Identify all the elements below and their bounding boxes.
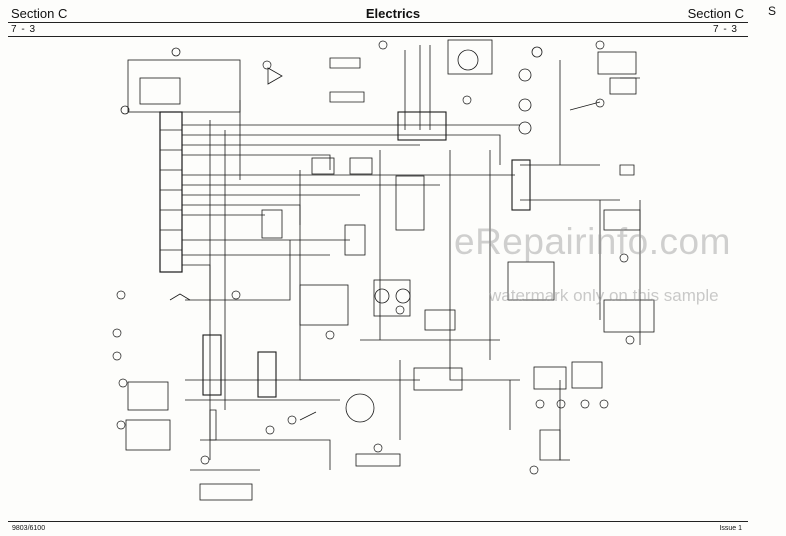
page-title: Electrics bbox=[365, 6, 421, 21]
section-label-right: Section C bbox=[687, 6, 744, 21]
header-rule bbox=[8, 22, 748, 23]
subheader-rule bbox=[8, 36, 748, 37]
corner-mark: S bbox=[767, 4, 776, 18]
document-number: 9803/6100 bbox=[12, 525, 46, 532]
page-number-left: 7 - 3 bbox=[11, 24, 37, 35]
watermark-note: watermark only on this sample bbox=[489, 286, 719, 305]
issue-label: Issue 1 bbox=[719, 525, 742, 532]
components bbox=[169, 46, 640, 461]
harness-runs bbox=[182, 45, 641, 471]
footer-rule bbox=[8, 521, 748, 522]
reference-balloons bbox=[112, 40, 635, 475]
watermark-site: eRepairinfo.com bbox=[454, 221, 731, 262]
section-label-left: Section C bbox=[11, 6, 68, 21]
page-number-right: 7 - 3 bbox=[712, 24, 738, 35]
connector-blocks bbox=[125, 39, 655, 501]
harness-main-left bbox=[120, 47, 241, 273]
